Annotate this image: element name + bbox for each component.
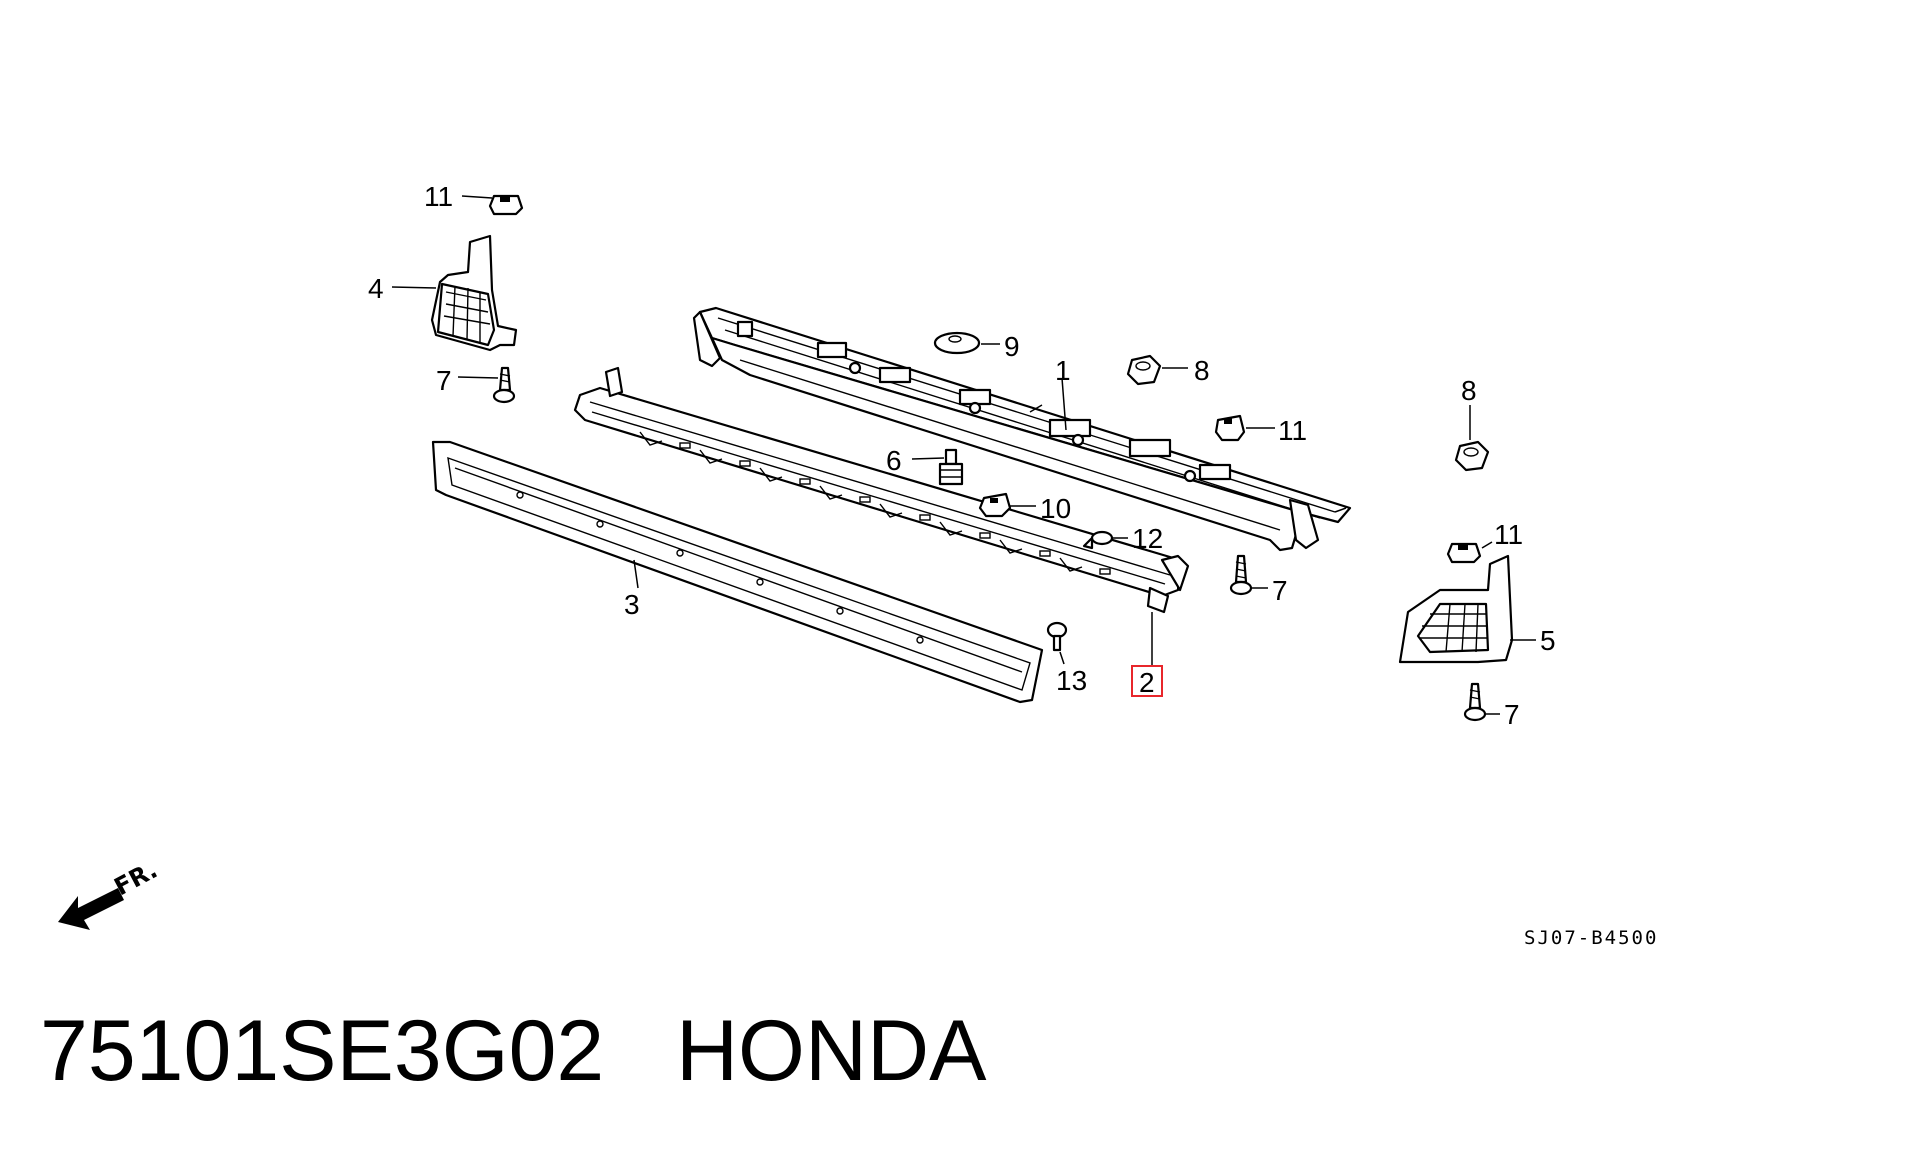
front-arrow-icon: FR.: [58, 856, 162, 930]
rivet-12: [1082, 530, 1114, 550]
callout-2-highlight: 2: [1131, 665, 1163, 698]
brand-name: HONDA: [675, 1003, 987, 1099]
callout-1: 1: [1055, 355, 1071, 386]
screw-7-left: [492, 366, 516, 404]
screw-7-right: [1463, 682, 1487, 722]
callout-2: 2: [1139, 667, 1155, 698]
callout-4: 4: [368, 273, 384, 304]
part-number: 75101SE3G02: [40, 1003, 605, 1099]
clip-11-top: [488, 194, 524, 216]
nut-8-right: [1454, 440, 1490, 472]
callout-6: 6: [886, 445, 902, 476]
callout-8-center: 8: [1194, 355, 1210, 386]
screw-7-center: [1229, 554, 1253, 596]
leader-lines: [391, 195, 1536, 715]
clip-11-right: [1446, 542, 1482, 564]
bolt-6: [938, 448, 964, 486]
callout-8-right: 8: [1461, 375, 1477, 406]
nut-8-center: [1126, 354, 1162, 386]
part-1-upper-frame: [692, 306, 1352, 552]
callout-12: 12: [1132, 523, 1163, 554]
clip-11-center: [1214, 414, 1246, 442]
callout-7-left: 7: [436, 365, 452, 396]
callout-11-right: 11: [1494, 519, 1523, 550]
callout-11-center: 11: [1278, 415, 1307, 446]
screw-13: [1046, 621, 1068, 652]
callout-9: 9: [1004, 331, 1020, 362]
part-caption: 75101SE3G02 HONDA: [40, 1008, 987, 1094]
part-4-left-side-piece: [430, 234, 518, 352]
callout-11-top: 11: [424, 181, 453, 212]
part-2-grille-base: [573, 366, 1190, 614]
part-3-lower-molding: [431, 440, 1044, 704]
callout-3: 3: [624, 589, 640, 620]
callout-10: 10: [1040, 493, 1071, 524]
callout-7-center: 7: [1272, 575, 1288, 606]
clip-10: [978, 492, 1012, 518]
part-5-right-side-piece: [1398, 554, 1514, 664]
callout-7-right: 7: [1504, 699, 1520, 730]
callout-5: 5: [1540, 625, 1556, 656]
grommet-9: [933, 331, 981, 355]
callout-13: 13: [1056, 665, 1087, 696]
drawing-code: SJ07-B4500: [1524, 927, 1658, 949]
